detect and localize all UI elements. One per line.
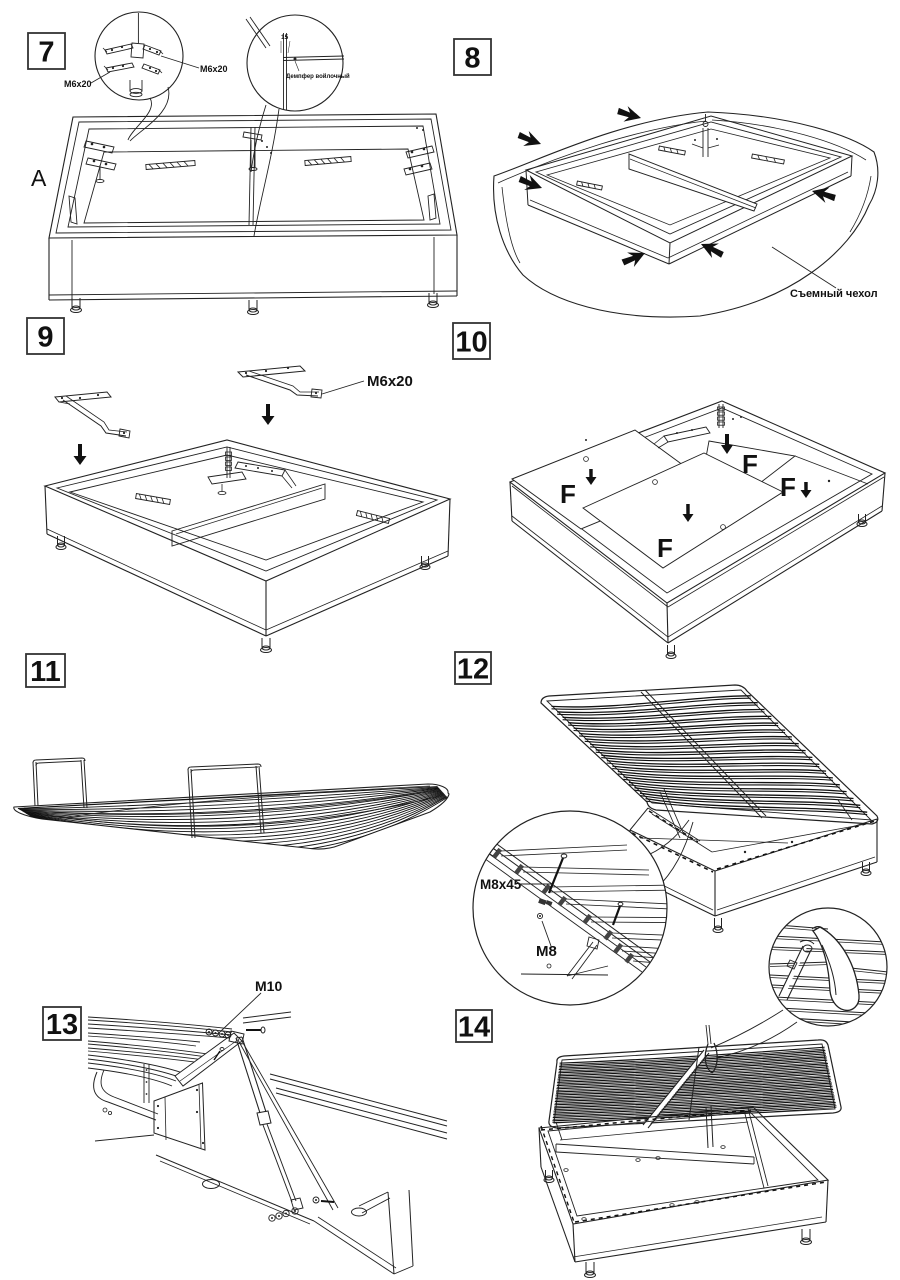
svg-text:7: 7 bbox=[38, 36, 54, 68]
svg-text:12: 12 bbox=[457, 653, 489, 685]
svg-text:F: F bbox=[560, 479, 576, 509]
svg-text:A: A bbox=[31, 165, 47, 191]
svg-text:F: F bbox=[742, 449, 758, 479]
svg-text:Съемный чехол: Съемный чехол bbox=[790, 288, 878, 300]
svg-text:M6x20: M6x20 bbox=[200, 64, 228, 74]
svg-text:13: 13 bbox=[46, 1009, 78, 1041]
svg-text:9: 9 bbox=[37, 321, 53, 353]
svg-text:M10: M10 bbox=[255, 978, 282, 994]
svg-text:M8x45: M8x45 bbox=[480, 877, 522, 892]
svg-text:F: F bbox=[657, 533, 673, 563]
svg-text:F: F bbox=[780, 472, 796, 502]
svg-text:14: 14 bbox=[458, 1011, 490, 1043]
svg-text:15: 15 bbox=[281, 34, 289, 41]
svg-text:11: 11 bbox=[30, 656, 61, 688]
svg-text:M6x20: M6x20 bbox=[367, 373, 413, 390]
svg-text:8: 8 bbox=[464, 42, 480, 74]
svg-text:10: 10 bbox=[455, 326, 487, 358]
svg-text:Демпфер войлочный: Демпфер войлочный bbox=[286, 73, 350, 80]
svg-text:M6x20: M6x20 bbox=[64, 79, 92, 89]
svg-text:M8: M8 bbox=[536, 943, 557, 960]
